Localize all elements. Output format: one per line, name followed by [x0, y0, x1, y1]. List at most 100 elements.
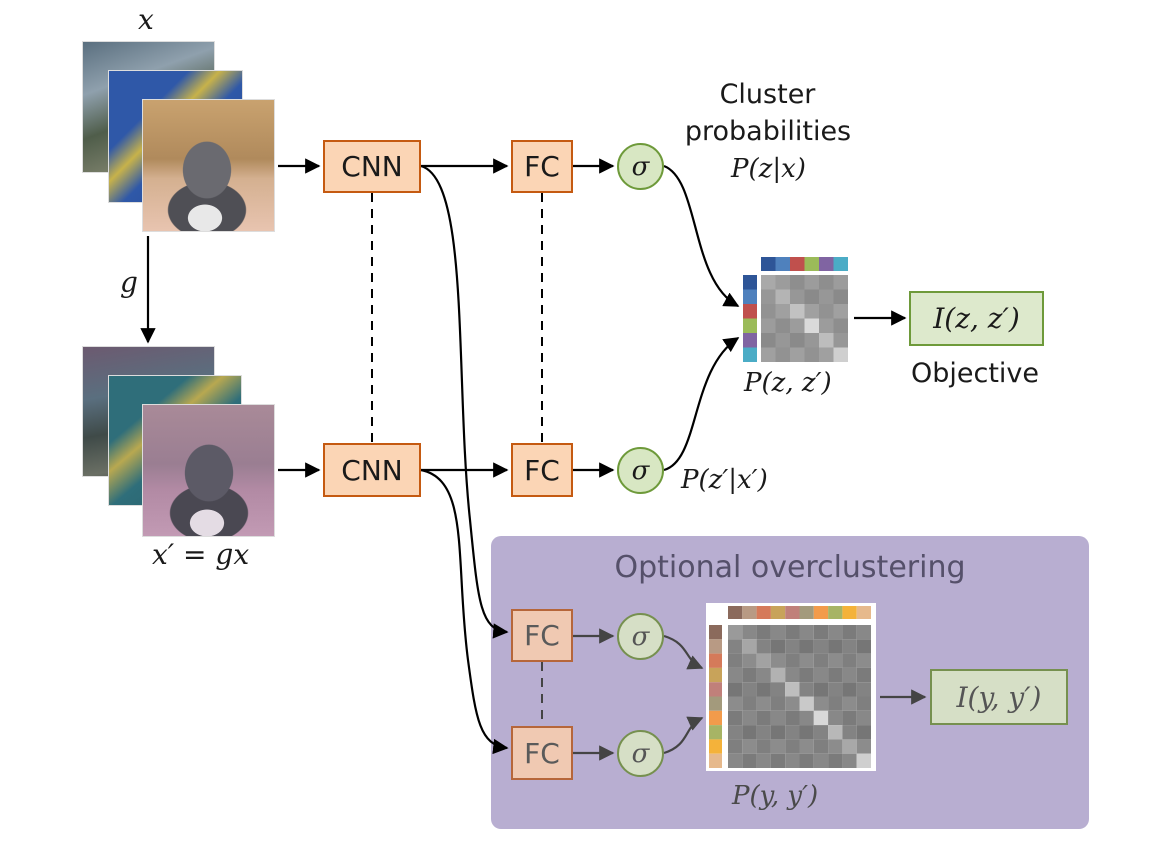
matrix-cell — [842, 639, 857, 654]
matrix-cell — [770, 725, 786, 740]
cluster-color-left — [709, 710, 722, 726]
matrix-cell — [790, 318, 805, 333]
matrix-cell — [799, 667, 814, 683]
cluster-color-left — [743, 318, 757, 333]
matrix-cell — [799, 725, 814, 740]
matrix-cell — [756, 753, 771, 768]
over-sigma-to-matrix-top-curve — [663, 634, 704, 670]
matrix-cell — [799, 625, 814, 640]
matrix-cell — [761, 318, 776, 333]
cluster-color-top — [828, 606, 843, 619]
matrix-cell — [770, 682, 786, 697]
matrix-cell — [833, 347, 848, 362]
matrix-cell — [785, 739, 800, 754]
matrix-cell — [790, 333, 805, 348]
matrix-cell — [728, 625, 743, 640]
matrix-cell — [813, 725, 829, 740]
matrix-cell — [728, 639, 743, 654]
matrix-cell — [785, 682, 800, 697]
matrix-cell — [856, 725, 871, 740]
matrix-cell — [775, 347, 790, 362]
matrix-cell — [856, 639, 871, 654]
matrix-cell — [828, 739, 843, 754]
p-zprime-given-xprime-label: P(z′|x′) — [681, 465, 768, 495]
matrix-cell — [819, 289, 834, 304]
matrix-cell — [728, 710, 743, 726]
matrix-cell — [799, 710, 814, 726]
cluster-color-top — [770, 606, 786, 619]
matrix-cell — [761, 304, 776, 319]
cluster-title-line1: Cluster — [719, 79, 816, 110]
overclustering-title: Optional overclustering — [614, 550, 966, 585]
matrix-cell — [856, 682, 871, 697]
matrix-cell — [828, 639, 843, 654]
matrix-cell — [728, 739, 743, 754]
cnn-top-to-over-fc-curve — [420, 164, 509, 639]
objective-node: I(z, z′) — [909, 291, 1044, 346]
matrix-cell — [833, 318, 848, 333]
matrix-cell — [790, 347, 805, 362]
cluster-color-top — [756, 606, 771, 619]
matrix-cell — [819, 347, 834, 362]
objective-caption: Objective — [911, 358, 1040, 389]
matrix-cell — [819, 333, 834, 348]
matrix-cell — [770, 653, 786, 668]
cluster-color-top — [833, 257, 848, 271]
input-x-label: x — [138, 3, 154, 36]
matrix-cell — [799, 653, 814, 668]
matrix-cell — [742, 682, 757, 697]
matrix-cell — [833, 275, 848, 290]
joint-zz-label: P(z, z′) — [744, 368, 832, 398]
matrix-cell — [813, 739, 829, 754]
matrix-cell — [813, 696, 829, 711]
sigma-bottom-node: σ — [617, 447, 664, 494]
matrix-cell — [813, 710, 829, 726]
matrix-cell — [804, 333, 819, 348]
joint-yy-label: P(y, y′) — [732, 781, 819, 811]
cluster-color-top — [819, 257, 834, 271]
matrix-cell — [761, 275, 776, 290]
matrix-cell — [770, 710, 786, 726]
matrix-cell — [856, 696, 871, 711]
matrix-cell — [828, 725, 843, 740]
cluster-title-line2: probabilities — [684, 116, 852, 147]
p-z-given-x-label: P(z|x) — [731, 154, 806, 184]
matrix-cell — [742, 710, 757, 726]
matrix-cell — [828, 625, 843, 640]
matrix-cell — [761, 347, 776, 362]
cluster-color-top — [804, 257, 819, 271]
matrix-cell — [775, 275, 790, 290]
joint-probability-matrix — [743, 257, 848, 362]
matrix-cell — [842, 667, 857, 683]
over-joint-probability-matrix — [709, 606, 871, 768]
cluster-color-top — [728, 606, 743, 619]
input-xprime-label: x′ = gx — [152, 538, 250, 571]
matrix-cell — [756, 682, 771, 697]
cluster-color-left — [709, 653, 722, 668]
over-objective-node: I(y, y′) — [930, 669, 1068, 725]
sigma-top-node: σ — [617, 143, 664, 190]
matrix-cell — [813, 667, 829, 683]
matrix-cell — [728, 696, 743, 711]
matrix-cell — [742, 667, 757, 683]
matrix-cell — [785, 653, 800, 668]
matrix-cell — [775, 333, 790, 348]
matrix-cell — [804, 304, 819, 319]
sigma-to-matrix-bottom-curve — [663, 337, 740, 472]
cluster-color-left — [709, 696, 722, 711]
sigma-to-matrix-top-curve — [663, 164, 740, 307]
cnn-top-node: CNN — [323, 140, 421, 193]
matrix-cell — [728, 653, 743, 668]
cluster-color-left — [709, 682, 722, 697]
cluster-color-left — [709, 725, 722, 740]
matrix-cell — [761, 333, 776, 348]
cnn-bottom-node: CNN — [323, 443, 421, 497]
matrix-cell — [842, 682, 857, 697]
cluster-color-top — [790, 257, 805, 271]
matrix-cell — [842, 653, 857, 668]
matrix-cell — [756, 696, 771, 711]
matrix-cell — [742, 639, 757, 654]
matrix-cell — [785, 639, 800, 654]
matrix-cell — [842, 625, 857, 640]
